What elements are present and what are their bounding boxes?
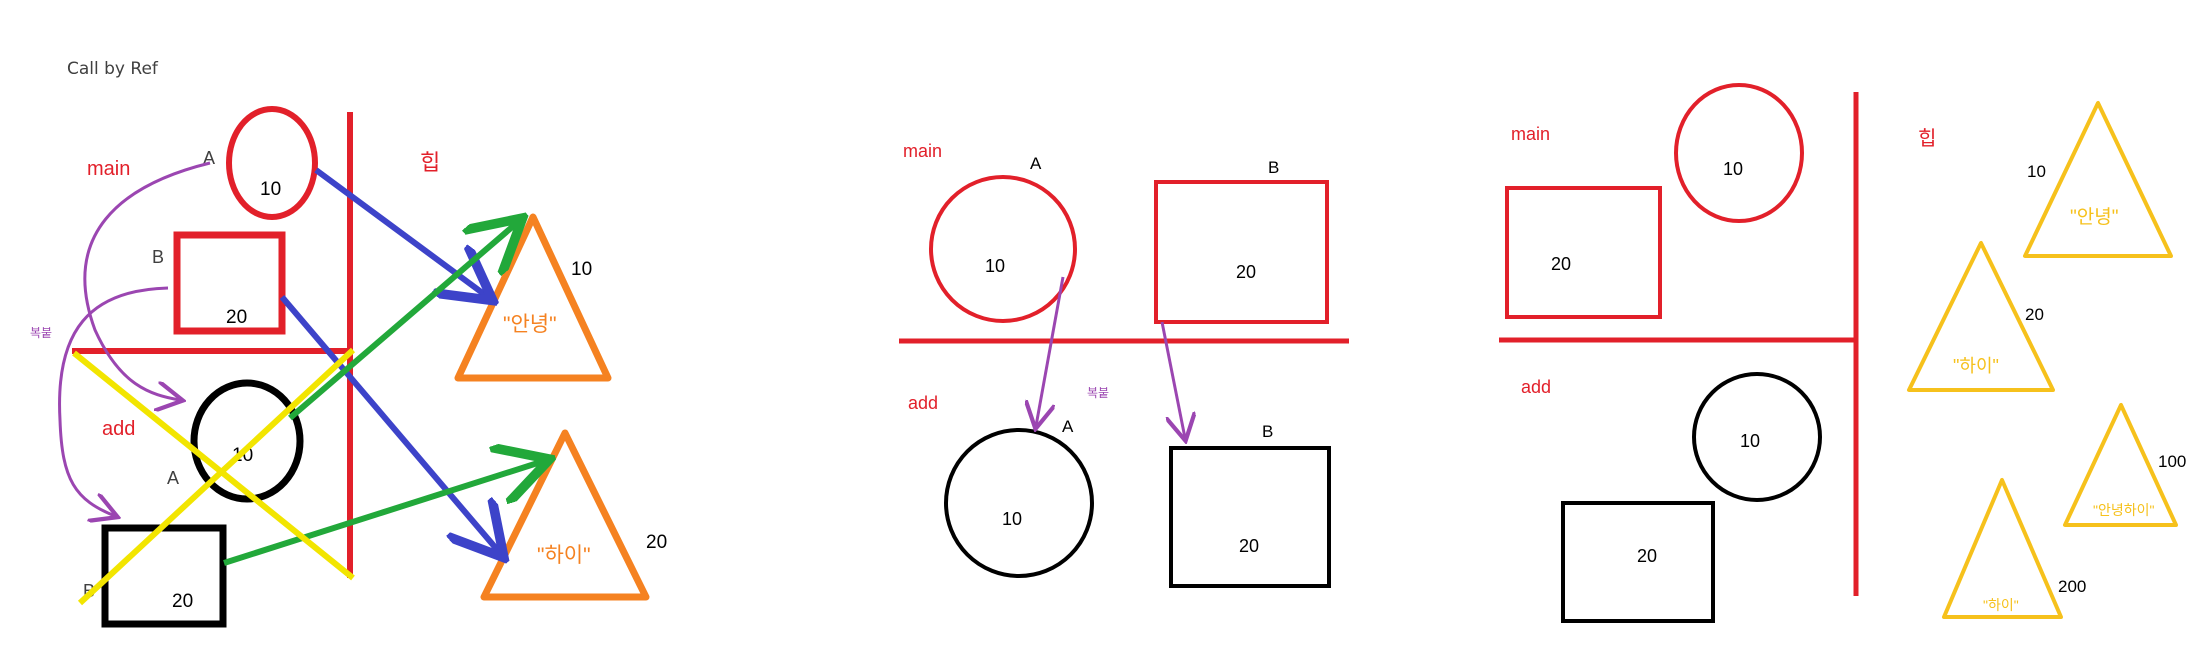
panel-heap-objects: main add 힙 10 20 10 20 "안녕" 10 "하이" 20 "…	[1499, 83, 2186, 623]
panel1-ref-arrow-b	[279, 295, 500, 553]
panel2-main-a-value: 10	[985, 256, 1005, 276]
panel1-heap-triangle-annyeong	[454, 213, 612, 382]
panel2-copy-label: 복붙	[1087, 386, 1109, 400]
panel1-tri1-value: 10	[571, 259, 592, 280]
panel3-tri1-text: "안녕"	[2070, 206, 2118, 228]
panel1-ref-arrow-a	[314, 167, 488, 297]
panel3-main-label: main	[1511, 124, 1550, 144]
panel3-main-box-value: 20	[1551, 254, 1571, 274]
panel1-main-b-box	[173, 231, 286, 335]
panel1-add-a-label: A	[167, 468, 179, 488]
panel2-add-a-label: A	[1062, 417, 1074, 436]
panel2-main-label: main	[903, 141, 942, 161]
panel-call-by-ref: Call by Ref main add 힙 복붙 A B A B 10 20 …	[30, 59, 667, 628]
panel1-add-a-circle	[190, 379, 304, 503]
panel3-main-circle-value: 10	[1723, 159, 1743, 179]
panel1-main-a-circle	[226, 106, 318, 220]
panel1-main-a-value: 10	[260, 179, 281, 200]
panel1-copy-arrow-b	[58, 286, 169, 516]
panel1-cross-line-2	[77, 347, 356, 606]
panel2-add-a-value: 10	[1002, 509, 1022, 529]
panel2-main-b-value: 20	[1236, 262, 1256, 282]
panel2-copy-arrow-b	[1160, 321, 1185, 438]
panel2-main-b-label: B	[1268, 158, 1279, 177]
panel2-add-b-value: 20	[1239, 536, 1259, 556]
panel3-heap-triangle-annyeonghai	[2063, 403, 2178, 527]
panel1-add-label: add	[102, 418, 135, 440]
panel1-tri2-text: "하이"	[537, 544, 591, 567]
panel3-tri2-text: "하이"	[1953, 356, 1999, 376]
panel3-tri1-value: 10	[2027, 162, 2046, 181]
panel3-main-box	[1505, 186, 1662, 319]
panel3-tri3-value: 100	[2158, 452, 2186, 471]
panel3-heap-triangle-hai	[1907, 241, 2055, 392]
panel2-main-a-circle	[929, 175, 1077, 323]
panel1-main-b-label: B	[152, 247, 164, 267]
panel1-ref-arrow-add-a	[288, 222, 518, 421]
panel3-heap-triangle-hai-2	[1942, 478, 2063, 619]
panel2-add-b-label: B	[1262, 422, 1273, 441]
panel2-copy-arrow-a	[1036, 276, 1065, 426]
panel3-tri3-text: "안녕하이"	[2093, 502, 2154, 518]
panel1-heap-label: 힙	[420, 150, 440, 175]
panel3-add-box	[1561, 501, 1715, 623]
panel2-add-label: add	[908, 393, 938, 413]
panel1-heap-triangle-hai	[480, 429, 650, 601]
panel1-cross-line-1	[72, 350, 355, 581]
panel1-copy-label: 복붙	[30, 326, 52, 340]
panel3-tri2-value: 20	[2025, 305, 2044, 324]
panel2-main-a-label: A	[1030, 154, 1042, 173]
panel3-add-label: add	[1521, 377, 1551, 397]
panel2-add-b-box	[1169, 446, 1331, 588]
panel3-add-circle	[1692, 372, 1822, 502]
panel2-add-a-circle	[944, 428, 1094, 578]
panel3-add-box-value: 20	[1637, 546, 1657, 566]
panel3-heap-triangle-annyeong	[2023, 101, 2173, 258]
panel1-add-b-box	[101, 524, 227, 628]
panel1-copy-arrow-a	[83, 161, 211, 400]
panel1-tri2-value: 20	[646, 532, 667, 553]
panel1-main-b-value: 20	[226, 307, 247, 328]
panel3-tri4-text: "하이"	[1983, 597, 2019, 613]
panel1-tri1-text: "안녕"	[503, 313, 557, 336]
panel1-main-label: main	[87, 158, 130, 180]
panel-stack-copy: main add 복붙 A B A B 10 20 10 20	[899, 141, 1349, 588]
panel1-ref-arrow-add-b	[223, 461, 544, 566]
panel1-add-b-value: 20	[172, 591, 193, 612]
panel1-title: Call by Ref	[67, 59, 159, 79]
panel3-add-circle-value: 10	[1740, 431, 1760, 451]
panel3-main-circle	[1674, 83, 1804, 223]
panel3-heap-label: 힙	[1918, 127, 1936, 150]
panel3-tri4-value: 200	[2058, 577, 2086, 596]
panel2-main-b-box	[1154, 180, 1329, 324]
